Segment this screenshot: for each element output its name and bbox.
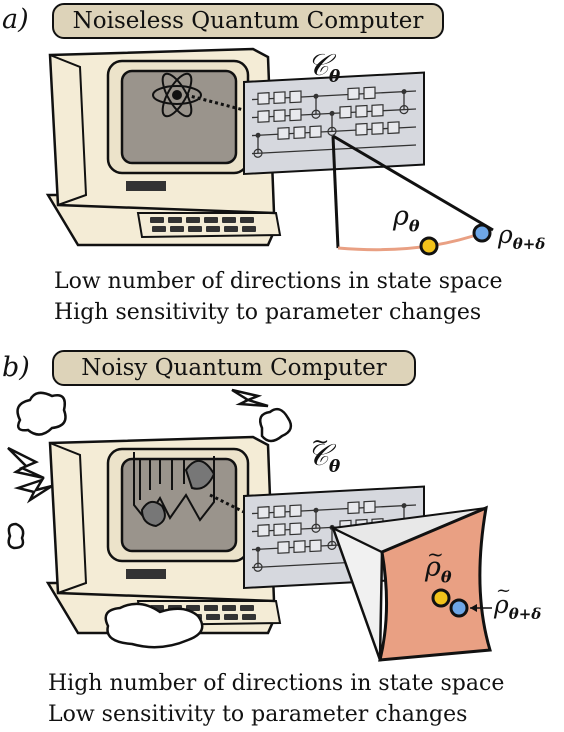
panel-a-circuit-label: 𝒞θ bbox=[307, 48, 341, 87]
panel-b-title-banner: Noisy Quantum Computer bbox=[52, 350, 416, 386]
panel-a-title: Noiseless Quantum Computer bbox=[72, 8, 424, 34]
panel-a-shifted-state-label: ρθ+δ bbox=[498, 220, 546, 253]
lightning-icon bbox=[231, 388, 269, 408]
panel-a-title-banner: Noiseless Quantum Computer bbox=[52, 3, 444, 39]
panel-a-caption-line-1: Low number of directions in state space bbox=[54, 269, 503, 294]
panel-b-state-label: ~ ρθ bbox=[425, 542, 452, 587]
panel-a-caption-line-2: High sensitivity to parameter changes bbox=[54, 300, 482, 325]
lightning-icon bbox=[13, 477, 53, 504]
panel-b-caption-line-1: High number of directions in state space bbox=[48, 671, 505, 696]
panel-b-shifted-state-label: ~ ρθ+δ bbox=[494, 580, 542, 623]
panel-b-state-point bbox=[431, 588, 451, 608]
cloud-icon bbox=[16, 391, 67, 436]
panel-b-circuit-label: ~ 𝒞θ bbox=[307, 430, 341, 477]
panel-a-label: a) bbox=[2, 4, 29, 35]
panel-a-state-label: ρθ bbox=[393, 201, 420, 236]
panel-b-label: b) bbox=[2, 352, 30, 383]
panel-a-shifted-state-point bbox=[472, 223, 492, 243]
lightning-icon bbox=[7, 446, 45, 480]
cloud-icon bbox=[259, 407, 293, 443]
panel-b-caption: High number of directions in state space… bbox=[48, 668, 504, 730]
panel-b-shifted-state-point bbox=[449, 598, 469, 618]
atom-icon bbox=[152, 72, 202, 118]
cloud-icon bbox=[104, 602, 204, 649]
panel-b-caption-line-2: Low sensitivity to parameter changes bbox=[48, 702, 468, 727]
panel-b-title: Noisy Quantum Computer bbox=[81, 355, 387, 381]
panel-a-state-point bbox=[419, 236, 439, 256]
panel-b-state-space-region bbox=[378, 505, 492, 662]
cloud-icon bbox=[7, 522, 25, 550]
panel-a-caption: Low number of directions in state space … bbox=[54, 266, 503, 328]
broken-screen-icon bbox=[133, 452, 216, 528]
